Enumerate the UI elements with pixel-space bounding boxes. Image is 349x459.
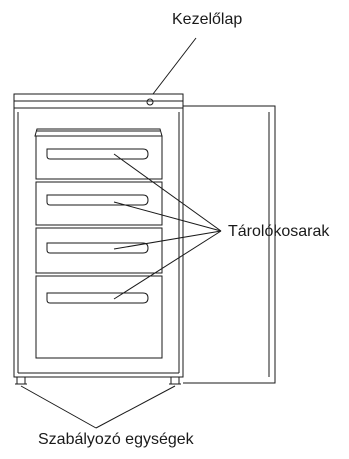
open-door <box>183 105 276 384</box>
basket-1 <box>35 135 163 180</box>
adjusters-label: Szabályozó egységek <box>38 431 195 448</box>
basket-4 <box>35 275 163 359</box>
baskets-label: Tárolókosarak <box>228 223 330 240</box>
left-foot <box>15 376 27 385</box>
control-knob-icon <box>146 98 154 106</box>
baskets-leaders <box>113 153 222 300</box>
adjusters-leaders <box>20 385 176 429</box>
right-foot <box>169 376 181 385</box>
control-panel <box>13 93 184 109</box>
cabinet-body <box>13 107 184 378</box>
basket-2 <box>35 181 163 226</box>
basket-3 <box>35 227 163 274</box>
control-panel-label: Kezelőlap <box>172 11 242 28</box>
top-shelf <box>34 128 163 137</box>
control-panel-leader <box>152 37 197 95</box>
